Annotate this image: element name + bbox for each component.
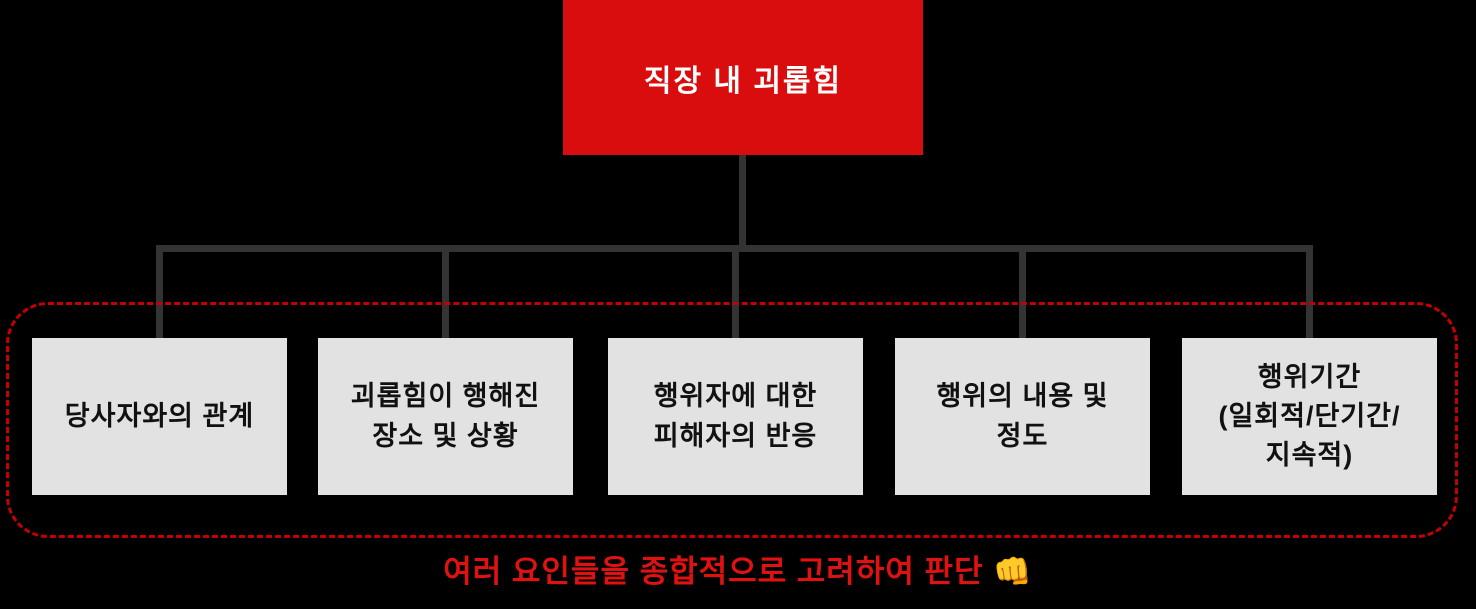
factors-group-dashed-border [6, 302, 1458, 538]
root-node-label: 직장 내 괴롭힘 [643, 64, 843, 98]
factor-label: 행위의 내용 및 정도 [936, 381, 1109, 451]
factor-box-duration: 행위기간 (일회적/단기간/ 지속적) [1182, 338, 1437, 495]
diagram-caption: 여러 요인들을 종합적으로 고려하여 판단 👊 [443, 554, 1033, 589]
connector-drop-3 [732, 245, 739, 340]
connector-drop-1 [156, 245, 163, 340]
root-node-box: 직장 내 괴롭힘 [563, 0, 923, 155]
connector-root-vertical [739, 155, 746, 252]
connector-drop-2 [442, 245, 449, 340]
factor-label: 당사자와의 관계 [64, 400, 255, 431]
factor-label: 행위기간 (일회적/단기간/ 지속적) [1218, 361, 1401, 471]
factor-box-victim-response: 행위자에 대한 피해자의 반응 [608, 338, 863, 495]
connector-drop-5 [1306, 245, 1313, 340]
factor-label: 괴롭힘이 행해진 장소 및 상황 [350, 381, 541, 451]
factor-box-place-situation: 괴롭힘이 행해진 장소 및 상황 [318, 338, 573, 495]
factor-label: 행위자에 대한 피해자의 반응 [653, 381, 818, 451]
connector-drop-4 [1019, 245, 1026, 340]
factor-box-content-degree: 행위의 내용 및 정도 [895, 338, 1150, 495]
factor-box-relationship: 당사자와의 관계 [32, 338, 287, 495]
